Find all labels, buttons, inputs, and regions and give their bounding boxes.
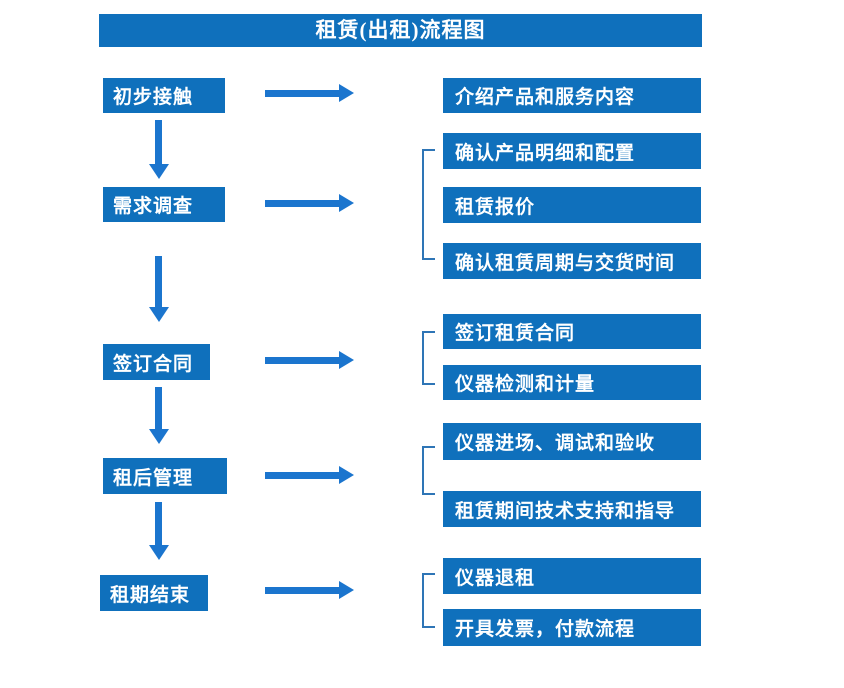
output-box-introduce-products: 介绍产品和服务内容 bbox=[443, 78, 701, 113]
stage-box-post-rental-management: 租后管理 bbox=[103, 458, 227, 494]
stage-box-rental-end: 租期结束 bbox=[100, 575, 208, 611]
group-bracket bbox=[422, 573, 435, 628]
output-box-technical-support: 租赁期间技术支持和指导 bbox=[443, 491, 701, 527]
right-arrow-icon bbox=[265, 351, 354, 369]
output-box-confirm-rental-period: 确认租赁周期与交货时间 bbox=[443, 243, 701, 279]
down-arrow-icon bbox=[148, 387, 169, 444]
right-arrow-icon bbox=[265, 466, 354, 484]
group-bracket bbox=[422, 446, 435, 495]
group-bracket bbox=[422, 149, 435, 260]
output-box-instrument-return: 仪器退租 bbox=[443, 558, 701, 594]
output-box-invoice-payment: 开具发票，付款流程 bbox=[443, 609, 701, 646]
output-box-instrument-installation: 仪器进场、调试和验收 bbox=[443, 423, 701, 460]
right-arrow-icon bbox=[265, 581, 354, 599]
right-arrow-icon bbox=[265, 84, 354, 102]
output-box-confirm-product-details: 确认产品明细和配置 bbox=[443, 133, 701, 169]
output-box-instrument-testing: 仪器检测和计量 bbox=[443, 365, 701, 400]
output-box-sign-rental-contract: 签订租赁合同 bbox=[443, 314, 701, 349]
down-arrow-icon bbox=[148, 256, 169, 322]
output-box-rental-quotation: 租赁报价 bbox=[443, 187, 701, 223]
down-arrow-icon bbox=[148, 502, 169, 560]
stage-box-sign-contract: 签订合同 bbox=[103, 344, 210, 380]
group-bracket bbox=[422, 331, 435, 385]
stage-box-initial-contact: 初步接触 bbox=[103, 78, 225, 113]
stage-box-demand-survey: 需求调查 bbox=[103, 187, 225, 222]
flowchart-title: 租赁(出租)流程图 bbox=[99, 14, 702, 47]
right-arrow-icon bbox=[265, 194, 354, 212]
down-arrow-icon bbox=[148, 120, 169, 179]
